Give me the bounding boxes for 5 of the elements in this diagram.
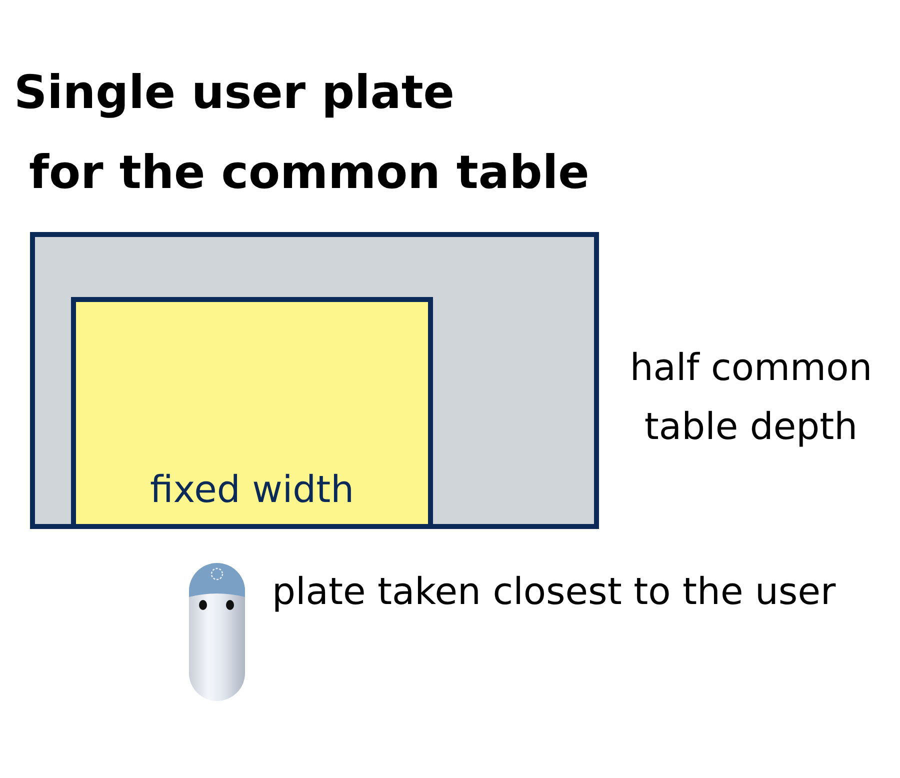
diagram-title: Single user plate for the common table (14, 64, 590, 201)
plate-width-label: fixed width (150, 469, 354, 512)
user-note: plate taken closest to the user (272, 570, 836, 614)
depth-note: half common table depth (628, 345, 874, 450)
table-top-area (30, 232, 599, 529)
